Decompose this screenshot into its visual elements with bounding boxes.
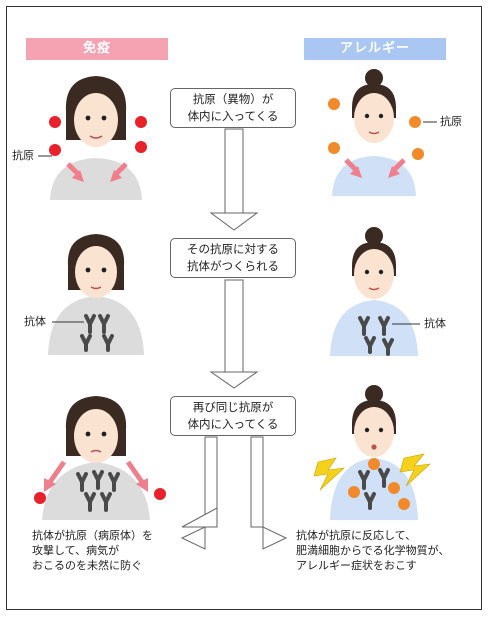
pink-arrow-5-head bbox=[350, 166, 362, 178]
step-box-2: その抗原に対する 抗体がつくられる bbox=[170, 238, 296, 278]
outcome-allergy-line-2: 肥満細胞からでる化学物質が、 bbox=[296, 544, 450, 557]
antibodies-immune-active bbox=[76, 470, 120, 512]
header-immunity: 免疫 bbox=[26, 38, 168, 60]
step-2-line-1: その抗原に対する bbox=[187, 242, 279, 256]
antigen-immune-1 bbox=[49, 116, 61, 128]
flow-arrow bbox=[180, 128, 288, 550]
antigen-allergy-8 bbox=[398, 498, 410, 510]
header-allergy: アレルギー bbox=[304, 38, 446, 60]
antigen-allergy-5 bbox=[348, 486, 360, 498]
pink-arrow-6-head bbox=[388, 166, 400, 178]
outcome-immunity: 抗体が抗原（病原体）を 攻撃して、病気が おこるのを未然に防ぐ bbox=[32, 528, 153, 573]
flow-head-right bbox=[262, 526, 288, 550]
antigen-immune-3 bbox=[49, 144, 61, 156]
allergy-person-2 bbox=[330, 227, 418, 356]
step-1-line-1: 抗原（異物）が bbox=[192, 92, 274, 106]
immune-person-2 bbox=[48, 234, 144, 355]
outcome-allergy-line-3: アレルギー症状をおこす bbox=[296, 559, 417, 572]
allergy-person-1 bbox=[332, 69, 416, 196]
allergy-person-3 bbox=[330, 385, 418, 520]
outcome-allergy-line-1: 抗体が抗原に反応して、 bbox=[296, 529, 417, 542]
pink-arrow-4-head bbox=[136, 478, 148, 492]
lightning-bolts bbox=[313, 453, 431, 491]
antigen-allergy-7 bbox=[388, 482, 400, 494]
outcome-immunity-line-2: 攻撃して、病気が bbox=[32, 544, 120, 557]
flow-head-left bbox=[180, 526, 206, 550]
antigen-allergy-1 bbox=[328, 98, 340, 110]
flow-split-left-top bbox=[181, 507, 218, 528]
label-antigen-left: 抗原 bbox=[12, 149, 34, 162]
antigen-allergy-6 bbox=[368, 458, 380, 470]
antigen-immune-5 bbox=[34, 492, 46, 504]
antigen-allergy-4 bbox=[412, 148, 424, 160]
step-box-1: 抗原（異物）が 体内に入ってくる bbox=[170, 88, 296, 128]
step-box-3: 再び同じ抗原が 体内に入ってくる bbox=[170, 396, 296, 436]
antigen-immune-2 bbox=[135, 116, 147, 128]
flow-shaft-2 bbox=[224, 279, 244, 373]
label-antibody-right: 抗体 bbox=[424, 317, 446, 330]
label-antibody-left: 抗体 bbox=[24, 315, 46, 328]
step-3-line-1: 再び同じ抗原が bbox=[192, 400, 274, 414]
outcome-allergy: 抗体が抗原に反応して、 肥満細胞からでる化学物質が、 アレルギー症状をおこす bbox=[296, 528, 449, 573]
pink-arrow-2-head bbox=[110, 170, 122, 182]
flow-split-right bbox=[250, 436, 264, 528]
step-1-line-2: 体内に入ってくる bbox=[187, 109, 279, 123]
flow-shaft-1 bbox=[224, 128, 244, 214]
pink-arrow-4 bbox=[125, 460, 145, 484]
antigen-allergy-3 bbox=[328, 142, 340, 154]
antigen-allergy-2 bbox=[409, 116, 421, 128]
mast-cell-reaction bbox=[358, 468, 390, 510]
pink-arrow-1-head bbox=[72, 170, 84, 182]
step-2-line-2: 抗体がつくられる bbox=[187, 259, 279, 273]
label-antigen-right: 抗原 bbox=[440, 115, 462, 128]
antigen-immune-6 bbox=[154, 488, 166, 500]
antibodies-immune bbox=[80, 314, 114, 352]
immune-person-1 bbox=[50, 76, 142, 200]
pink-arrow-3 bbox=[47, 460, 67, 484]
antibodies-allergy bbox=[358, 316, 394, 356]
antigen-immune-4 bbox=[135, 141, 147, 153]
pink-arrow-3-head bbox=[44, 478, 56, 492]
immune-person-3 bbox=[42, 396, 150, 520]
step-3-line-2: 体内に入ってくる bbox=[187, 417, 279, 431]
flow-head-1 bbox=[209, 212, 259, 231]
outcome-immunity-line-1: 抗体が抗原（病原体）を bbox=[32, 529, 153, 542]
flow-head-2 bbox=[209, 371, 259, 389]
outcome-immunity-line-3: おこるのを未然に防ぐ bbox=[32, 559, 142, 572]
